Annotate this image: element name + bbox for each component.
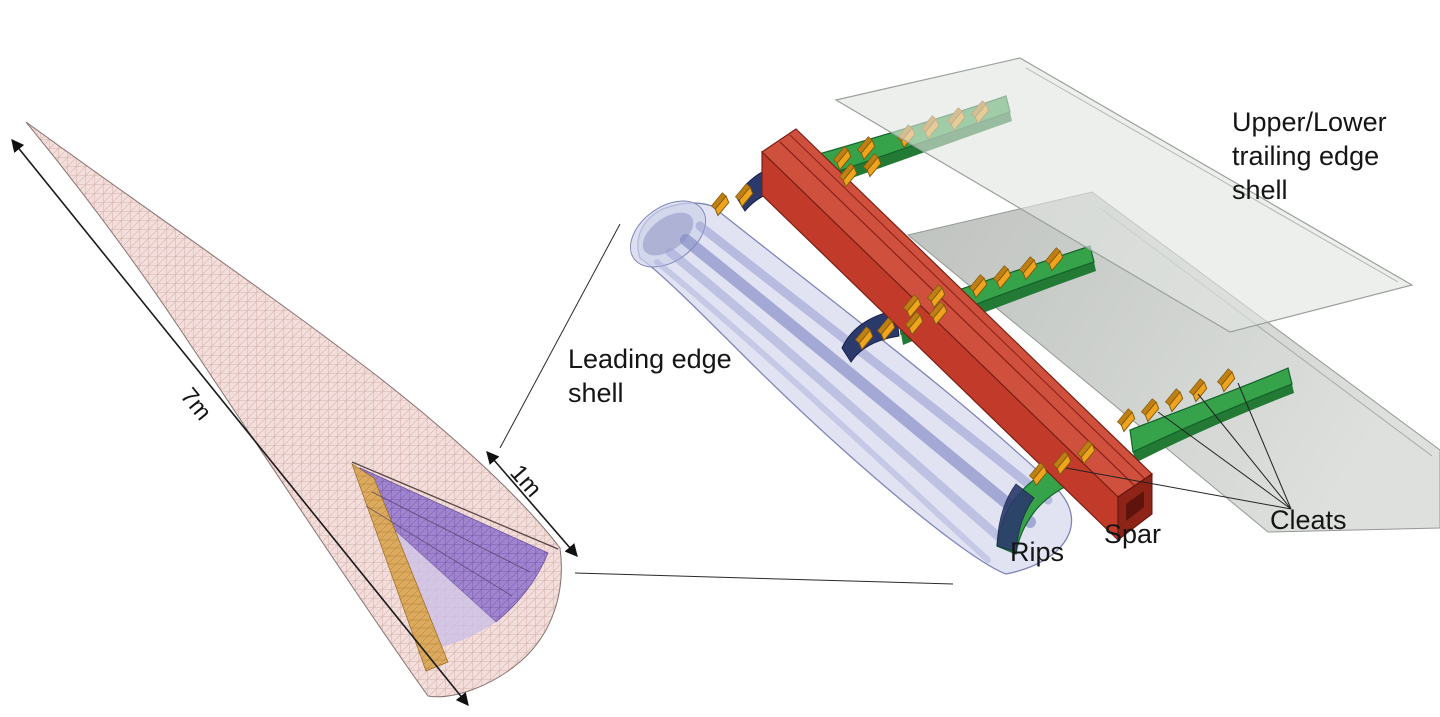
spar-channel-groove-1 bbox=[779, 141, 1137, 488]
upper-trailing-edge-shell bbox=[834, 57, 1414, 333]
rib3-fore-web bbox=[996, 483, 1035, 553]
detail-connector-line-top bbox=[499, 223, 621, 449]
upper-shell-inner-edge bbox=[1025, 67, 1399, 283]
section-width-arrow bbox=[486, 451, 578, 557]
rips-label: Rips bbox=[1010, 537, 1064, 567]
length-label: 7m bbox=[175, 383, 217, 426]
rib3-aft-underside bbox=[1133, 384, 1294, 463]
leading-edge-shell-label-line2: shell bbox=[568, 378, 624, 408]
length-dimension-arrow bbox=[11, 139, 469, 706]
detail-labels: Leading edge shell Upper/Lower trailing … bbox=[568, 107, 1387, 567]
trailing-edge-shell-label-line2: trailing edge bbox=[1232, 141, 1379, 171]
leading-edge-shell bbox=[629, 200, 1073, 575]
upper-shell-panel bbox=[834, 57, 1414, 333]
trailing-edge-shell-label-line3: shell bbox=[1232, 175, 1288, 205]
leading-edge-shell-hollow bbox=[642, 212, 694, 256]
spar-label: Spar bbox=[1104, 519, 1161, 549]
trailing-edge-shell-label-line1: Upper/Lower bbox=[1232, 107, 1387, 137]
cleats-label: Cleats bbox=[1270, 505, 1347, 535]
leading-edge-ply-stripes bbox=[654, 221, 1053, 563]
detail-view: Leading edge shell Upper/Lower trailing … bbox=[568, 57, 1440, 575]
leading-edge-shell-label-line1: Leading edge bbox=[568, 344, 732, 374]
spar bbox=[761, 128, 1153, 542]
cleats-pointer-lines bbox=[1065, 382, 1292, 510]
spar-channel-groove-2 bbox=[789, 134, 1147, 481]
detail-connector-line-bottom bbox=[574, 572, 954, 585]
spar-end-channel-hollow bbox=[1126, 491, 1144, 521]
